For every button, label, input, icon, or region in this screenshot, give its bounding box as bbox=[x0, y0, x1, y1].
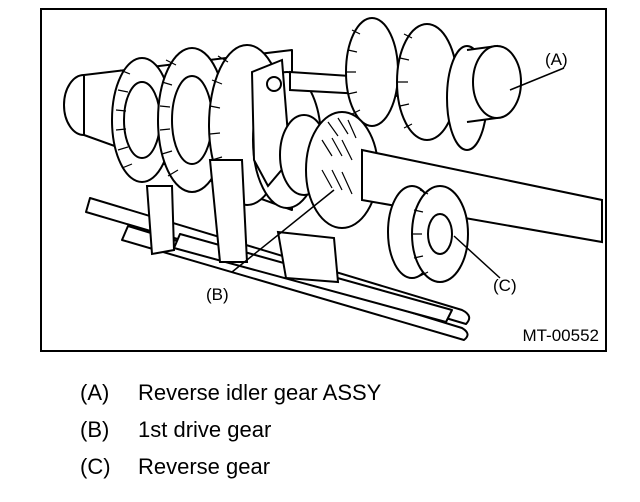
transmission-gear-illustration bbox=[63, 17, 603, 341]
legend-label: 1st drive gear bbox=[138, 417, 272, 442]
leader-line-a bbox=[509, 67, 565, 91]
figure-reference-code: MT-00552 bbox=[522, 326, 599, 345]
countershaft bbox=[361, 148, 603, 244]
legend-item: (C) Reverse gear bbox=[80, 455, 381, 492]
legend-label: Reverse idler gear ASSY bbox=[138, 380, 382, 405]
legend-item: (A) Reverse idler gear ASSY bbox=[80, 381, 381, 418]
legend-key: (B) bbox=[80, 417, 110, 442]
gear-bracket bbox=[276, 230, 340, 284]
figure-frame: (A) (B) (C) MT-00552 bbox=[40, 8, 607, 352]
legend-key: (A) bbox=[80, 380, 110, 405]
main-gear-2-hub bbox=[171, 75, 213, 165]
callout-c: (C) bbox=[493, 276, 517, 295]
legend-label: Reverse gear bbox=[138, 454, 271, 479]
legend: (A) Reverse idler gear ASSY (B) 1st drive … bbox=[80, 381, 381, 492]
leader-line-b bbox=[231, 189, 335, 273]
reverse-gear-hub bbox=[427, 213, 453, 255]
callout-a: (A) bbox=[545, 50, 568, 69]
reverse-idler-cap bbox=[472, 45, 522, 119]
shift-fork bbox=[208, 159, 249, 263]
legend-item: (B) 1st drive gear bbox=[80, 418, 381, 455]
callout-b: (B) bbox=[206, 285, 229, 304]
legend-key: (C) bbox=[80, 454, 111, 479]
shift-fork bbox=[145, 185, 176, 256]
main-gear-1-hub bbox=[123, 81, 161, 159]
leader-line-c bbox=[453, 235, 501, 279]
